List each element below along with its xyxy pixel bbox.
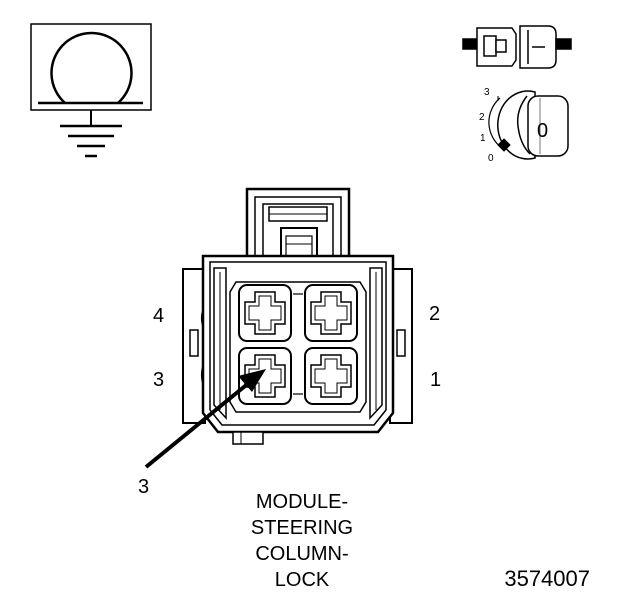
caption-line-4: LOCK (275, 569, 330, 591)
ignition-key-icon (488, 90, 569, 160)
caption-line-3: COLUMN- (255, 543, 348, 565)
figure-id: 3574007 (504, 566, 590, 591)
position-label-0: 0 (488, 153, 494, 164)
position-label-2: 2 (479, 112, 485, 123)
connector-plug-icon (462, 25, 572, 69)
key-label: 0 (537, 120, 548, 142)
pin-label-4: 4 (153, 305, 164, 327)
callout-label: 3 (138, 476, 149, 498)
caption-line-2: STEERING (251, 517, 353, 539)
pin-label-1: 1 (430, 369, 441, 391)
position-label-1: 1 (480, 133, 486, 144)
connector-body (182, 187, 413, 445)
pin-label-2: 2 (429, 303, 440, 325)
callout-arrow-icon (144, 369, 266, 469)
caption-line-1: MODULE- (256, 491, 348, 513)
pin-cavity-4 (238, 284, 292, 342)
pin-cavity-1 (304, 347, 358, 405)
bottom-tab (232, 431, 264, 445)
ground-symbol-icon (30, 23, 152, 158)
position-label-3: 3 (484, 87, 490, 98)
pin-label-3: 3 (153, 369, 164, 391)
pin-cavity-2 (304, 284, 358, 342)
